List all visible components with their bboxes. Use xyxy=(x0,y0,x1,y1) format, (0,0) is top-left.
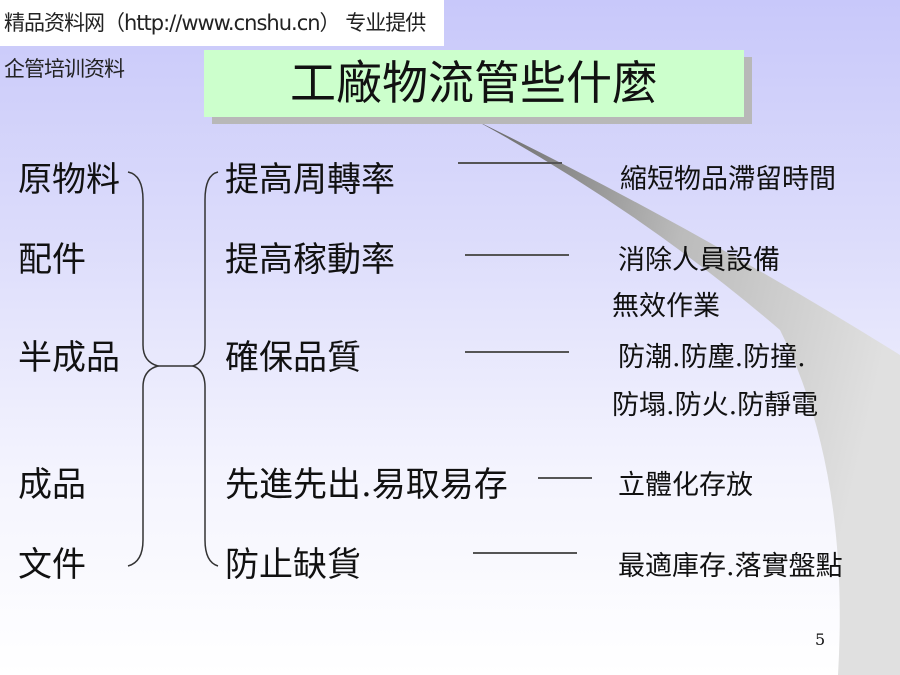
goal-fifo: 先進先出.易取易存 xyxy=(225,465,508,505)
item-semi-finished: 半成品 xyxy=(18,338,120,378)
connector-line xyxy=(458,162,562,164)
connector-line xyxy=(465,351,569,353)
result-4: 立體化存放 xyxy=(618,470,753,501)
left-brace xyxy=(190,171,219,567)
item-finished: 成品 xyxy=(18,465,86,505)
item-parts: 配件 xyxy=(18,240,86,280)
site-banner[interactable]: 精品资料网（http://www.cnshu.cn） 专业提供企管培训资料 xyxy=(0,0,444,81)
slide-title: 工廠物流管些什麼 xyxy=(204,50,744,117)
goal-turnover: 提高周轉率 xyxy=(225,160,395,200)
item-raw-material: 原物料 xyxy=(18,160,120,200)
result-3-line2: 防塌.防火.防靜電 xyxy=(612,390,819,421)
item-documents: 文件 xyxy=(18,545,86,585)
connector-line xyxy=(538,477,592,479)
connector-line xyxy=(465,254,569,256)
right-brace xyxy=(127,171,161,567)
goal-utilization: 提高稼動率 xyxy=(225,240,395,280)
goal-quality: 確保品質 xyxy=(225,338,361,378)
result-1: 縮短物品滯留時間 xyxy=(620,164,836,195)
result-2-line1: 消除人員設備 xyxy=(618,245,780,276)
result-3-line1: 防潮.防塵.防撞. xyxy=(618,342,806,373)
result-5: 最適庫存.落實盤點 xyxy=(618,551,843,582)
result-2-line2: 無效作業 xyxy=(612,291,720,322)
connector-line xyxy=(473,552,577,554)
goal-no-shortage: 防止缺貨 xyxy=(225,545,361,585)
page-number: 5 xyxy=(815,630,826,649)
